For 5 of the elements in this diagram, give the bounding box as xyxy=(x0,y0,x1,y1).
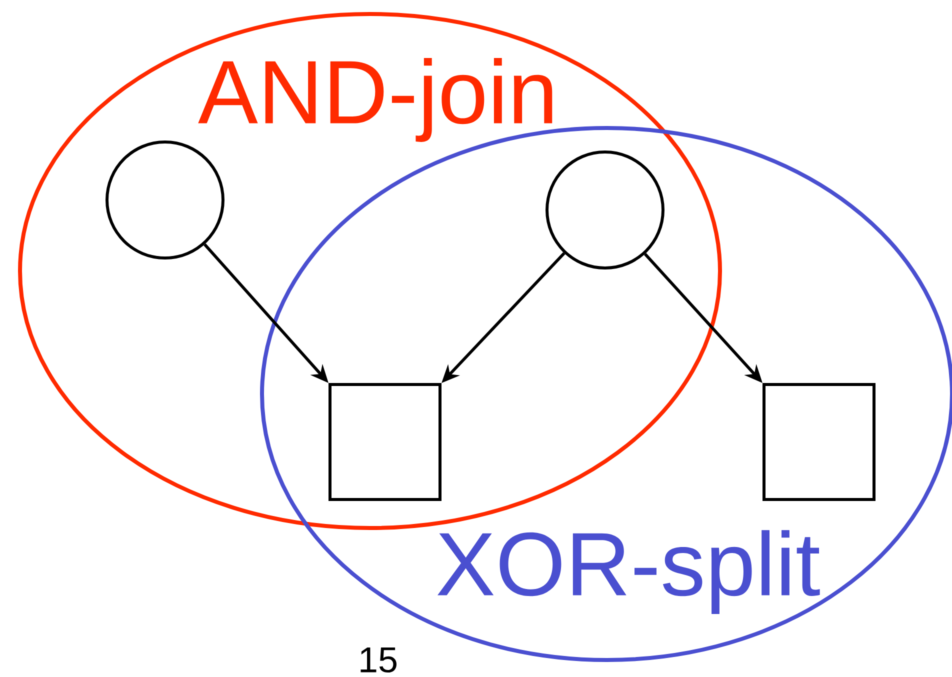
square xyxy=(762,383,876,501)
square xyxy=(328,383,442,501)
ellipse-group: AND-join xyxy=(18,12,722,530)
circle xyxy=(106,140,224,260)
circle xyxy=(546,150,664,270)
